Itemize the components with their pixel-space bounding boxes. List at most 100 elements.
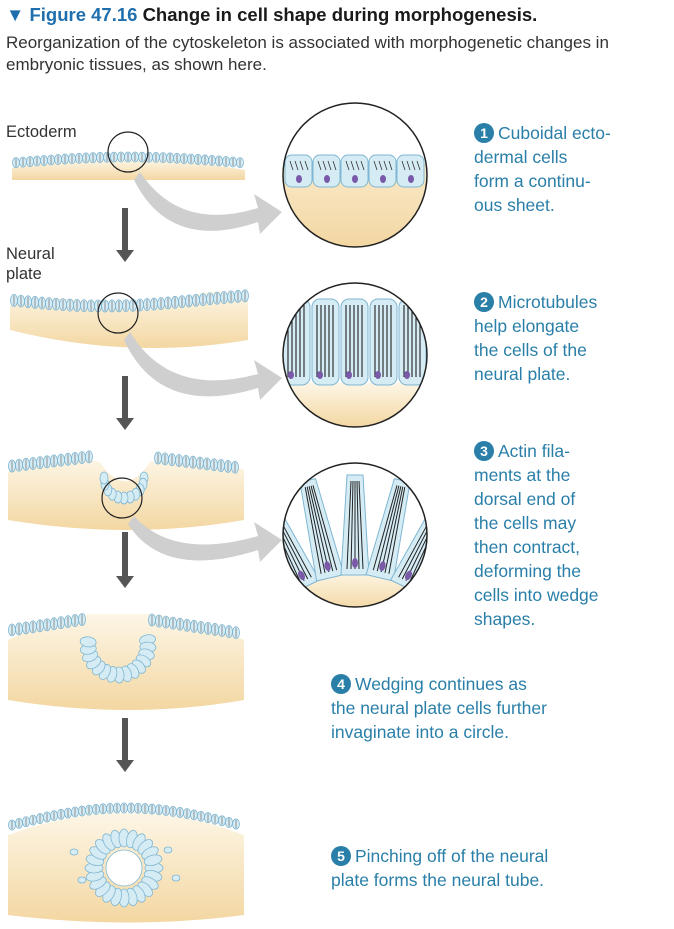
nucleus <box>324 175 330 183</box>
actin-filament <box>384 486 404 573</box>
nucleus <box>408 175 414 183</box>
step-3-line-3: dorsal end of <box>474 489 576 509</box>
stage-3-groove <box>8 450 244 530</box>
actin-filament <box>380 486 402 573</box>
microtubule-mark <box>411 160 416 171</box>
actin-filament <box>350 480 354 570</box>
actin-filament <box>346 480 352 570</box>
actin-filament <box>398 499 427 578</box>
nucleus <box>375 371 381 379</box>
figure-caption: Reorganization of the cytoskeleton is as… <box>6 33 609 74</box>
actin-filament <box>283 501 305 581</box>
ectoderm-label: Ectoderm <box>6 123 77 141</box>
actin-filament <box>283 502 302 583</box>
nucleus <box>324 561 331 572</box>
step-3-line-7: cells into wedge <box>474 585 599 605</box>
wedge-cell-group <box>340 474 370 576</box>
step-3-line-1: Actin fila- <box>498 441 570 461</box>
groove-cell <box>99 471 109 485</box>
zoom-arrow-2 <box>124 332 282 400</box>
tube-lumen <box>105 849 143 887</box>
step-2-line-3: the cells of the <box>474 340 587 360</box>
stage-1-zoom-ring <box>107 131 149 173</box>
zoom-arrow-1 <box>134 172 282 234</box>
step-3-line-8: shapes. <box>474 609 536 629</box>
crest-cell <box>69 848 79 856</box>
magnified-view-3-content <box>283 463 437 607</box>
nucleus <box>296 175 302 183</box>
actin-filament <box>408 502 427 583</box>
magnified-views <box>282 102 437 608</box>
actin-filament <box>306 486 326 573</box>
step-3-line-5: then contract, <box>474 537 581 557</box>
wedge-cell-group <box>299 477 345 582</box>
microtubule-mark <box>304 160 309 171</box>
nucleus <box>405 570 412 581</box>
step-3-line-6: deforming the <box>474 561 582 581</box>
nucleus <box>426 584 437 596</box>
nucleus <box>380 175 386 183</box>
step-3-line-2: ments at the <box>474 465 571 485</box>
figure-title: ▼ Figure 47.16 Change in cell shape duri… <box>6 4 670 26</box>
stage-1-ectoderm <box>12 131 245 180</box>
stage-2-zoom-ring <box>97 292 139 334</box>
stage-2-neural-plate <box>10 289 249 348</box>
figure-number: Figure 47.16 <box>29 4 138 25</box>
magnified-view-1-ring <box>282 102 428 248</box>
step-1-line-3: form a continu- <box>474 171 591 191</box>
microtubule-mark <box>388 160 393 171</box>
down-arrow-shaft <box>122 208 128 252</box>
figure-title-text: Change in cell shape during morphogenesi… <box>142 4 538 25</box>
down-arrow-shaft <box>122 376 128 420</box>
stage-4-invagination <box>8 613 244 710</box>
actin-filament <box>308 486 330 573</box>
neural-plate-label-line2: plate <box>6 265 42 283</box>
microtubule-mark <box>360 160 365 171</box>
actin-filament <box>283 524 286 593</box>
step-2-line-1: Microtubules <box>498 292 598 312</box>
nucleus <box>379 561 386 572</box>
microtubule-mark <box>401 160 406 171</box>
step-1-line-1: Cuboidal ecto- <box>498 123 611 143</box>
nucleus <box>352 175 358 183</box>
step-4-line-2: the neural plate cells further <box>331 698 547 718</box>
microtubule-mark <box>406 160 411 171</box>
tissue-stages <box>8 131 249 923</box>
crest-cell <box>171 874 181 882</box>
nucleus <box>352 558 358 568</box>
down-arrow-head <box>116 250 134 262</box>
magnified-view-3 <box>282 462 437 608</box>
down-arrow-head <box>116 418 134 430</box>
magnified-view-1 <box>282 102 428 248</box>
microtubule-mark <box>299 160 304 171</box>
microtubule-mark <box>317 160 322 171</box>
actin-filament <box>405 501 427 581</box>
actin-filament <box>312 485 338 571</box>
microtubule-mark <box>289 160 294 171</box>
step-1-line-2: dermal cells <box>474 147 568 167</box>
crest-cell <box>163 846 173 854</box>
microtubule-mark <box>332 160 337 171</box>
zoom-arrow-3 <box>128 516 282 562</box>
microtubule-mark <box>327 160 332 171</box>
down-arrow-head <box>116 576 134 588</box>
actin-filament <box>401 500 427 580</box>
down-arrow-head <box>116 760 134 772</box>
actin-filament <box>358 480 364 570</box>
microtubule-mark <box>378 160 383 171</box>
step-2-badge: 2 <box>474 292 494 312</box>
step-4-line-1: Wedging continues as <box>355 674 527 694</box>
microtubule-mark <box>373 160 378 171</box>
step-2-line-4: neural plate. <box>474 364 571 384</box>
magnified-view-2-content <box>283 283 427 427</box>
down-arrow-shaft <box>122 718 128 762</box>
crest-cell <box>77 876 87 884</box>
step-5-line-2: plate forms the neural tube. <box>331 870 545 890</box>
neural-plate-label-line1: Neural <box>6 245 55 263</box>
magnified-view-2 <box>282 282 428 428</box>
